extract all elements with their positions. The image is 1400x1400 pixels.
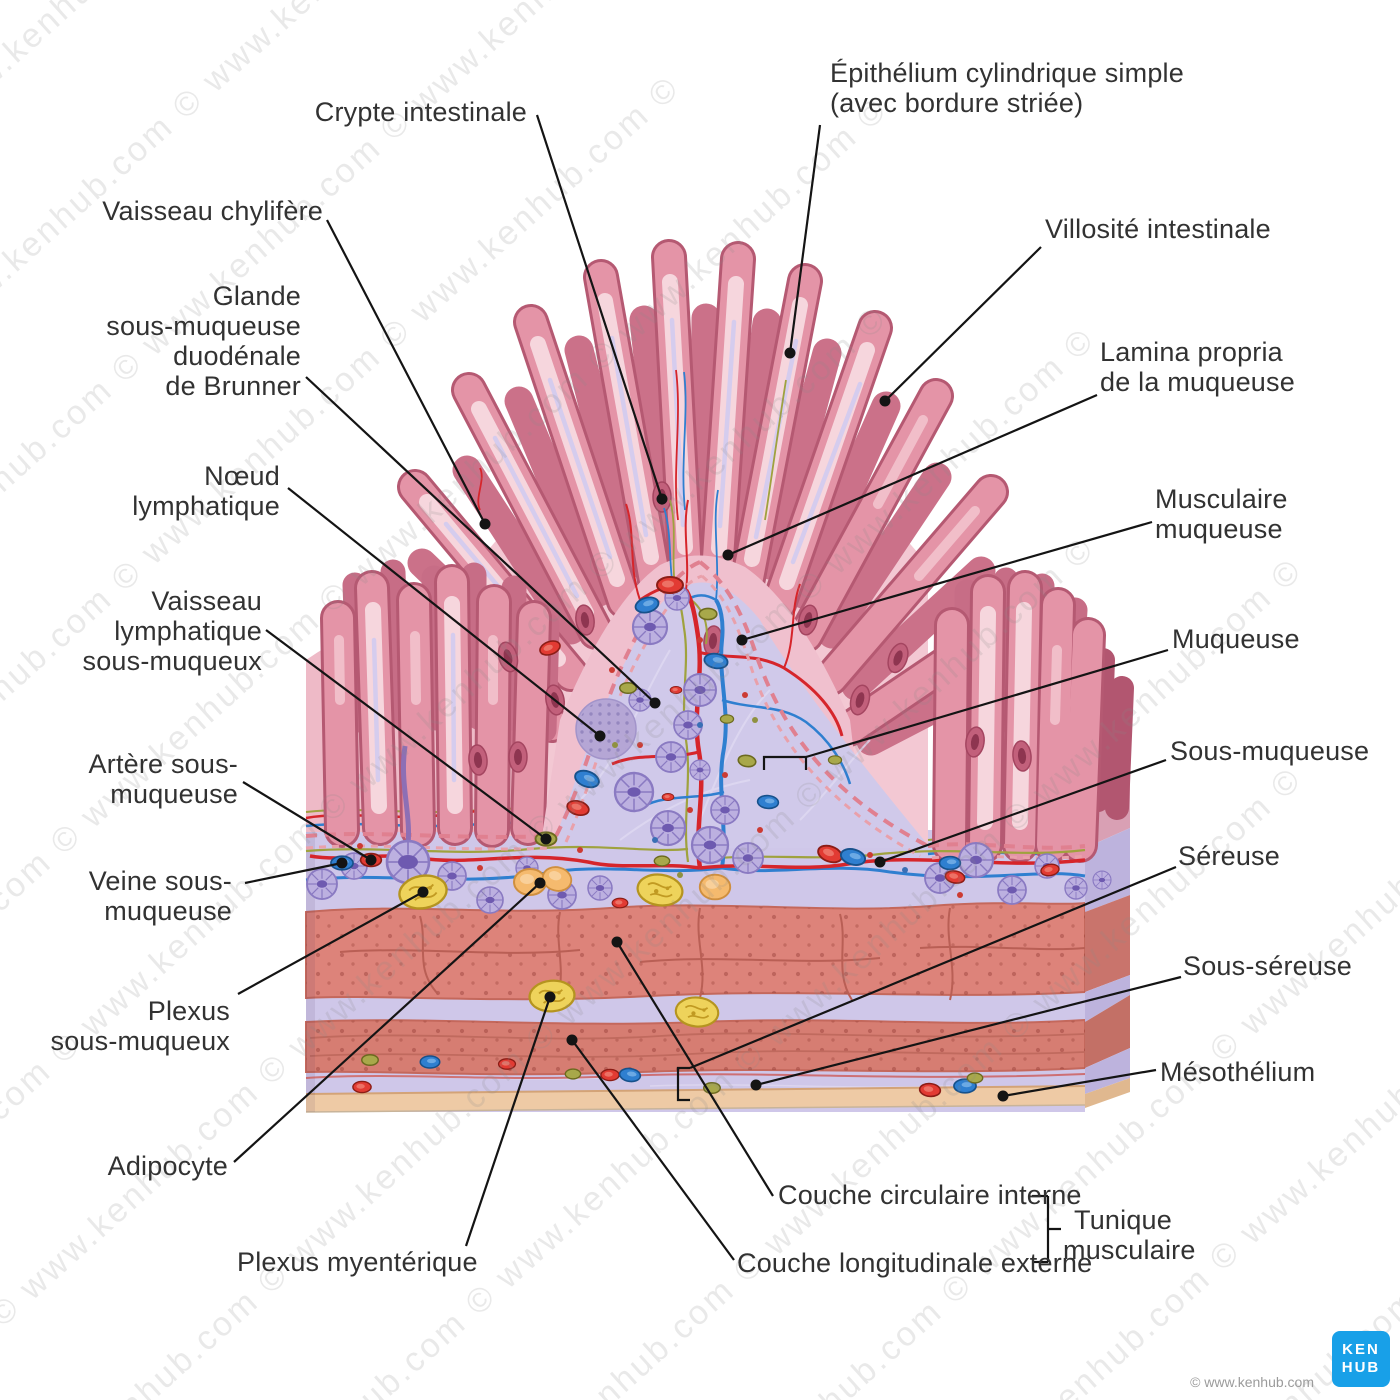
villi-dome [363,239,1049,756]
leader-line-villosite [884,246,1042,402]
label-lamina-propria: Lamina propria de la muqueuse [1100,337,1295,397]
leader-line-couche-circulaire [616,941,774,1197]
leader-line-artere [242,781,372,861]
bracket-muqueuse [762,755,808,770]
villi-right-cluster [932,567,1134,863]
copyright-text: © www.kenhub.com [1190,1374,1314,1390]
label-plexus-sous-muqueux: Plexus sous-muqueux [50,996,230,1056]
label-veine-sous-muqueuse: Veine sous- muqueuse [88,866,232,926]
leader-line-brunner [305,376,656,704]
villi-left-cluster [320,559,560,848]
label-mesothelium: Mésothélium [1160,1057,1316,1087]
leader-line-sous-muqueuse [879,758,1167,864]
label-tunique-musculaire: Tunique musculaire [1063,1205,1196,1265]
leader-line-plexus-sous-muqueux [237,891,424,995]
leader-line-mesothelium [1002,1068,1157,1098]
leader-line-chylifere [326,219,486,525]
kenhub-logo-text-top: KEN [1342,1341,1380,1358]
label-couche-circulaire: Couche circulaire interne [778,1180,1082,1210]
vessel-cross-sections [330,576,1061,1099]
leader-dots [336,347,1009,1102]
leader-line-couche-longitudinale [571,1039,735,1261]
leader-line-lamina [727,393,1098,557]
leader-line-plexus-myenterique [464,996,552,1247]
label-noeud-lymphatique: Nœud lymphatique [132,461,280,521]
kenhub-logo-text-bottom: HUB [1341,1359,1381,1376]
label-epithelium: Épithélium cylindrique simple (avec bord… [830,58,1184,118]
label-sous-muqueuse: Sous-muqueuse [1170,736,1370,766]
leader-line-muqueuse [805,648,1169,759]
label-vaisseau-lymphatique: Vaisseau lymphatique sous-muqueux [82,586,262,676]
kenhub-logo[interactable]: KEN HUB [1332,1331,1390,1387]
label-artere-sous-muqueuse: Artère sous- muqueuse [88,749,238,809]
label-vaisseau-chylifere: Vaisseau chylifère [102,196,323,226]
leader-line-vaisseau-lymphatique [265,629,547,840]
label-glande-brunner: Glande sous-muqueuse duodénale de Brunne… [106,281,301,401]
lymph-node [575,698,637,760]
leader-line-adipocyte [233,882,541,1163]
leader-line-musculaire-muqueuse [741,520,1153,642]
leader-line-sereuse [689,865,1177,1070]
label-muqueuse: Muqueuse [1172,624,1300,654]
leader-line-veine [244,861,343,885]
label-musculaire-muqueuse: Musculaire muqueuse [1155,484,1288,544]
leader-line-sous-sereuse [755,975,1182,1087]
label-adipocyte: Adipocyte [107,1151,228,1181]
leader-line-epithelium [788,124,822,354]
label-crypte-intestinale: Crypte intestinale [314,97,527,127]
label-couche-longitudinale: Couche longitudinale externe [737,1248,1093,1278]
label-sous-sereuse: Sous-séreuse [1183,951,1352,981]
label-plexus-myenterique: Plexus myentérique [237,1247,478,1277]
bracket-sereuse [676,1066,690,1102]
label-sereuse: Séreuse [1178,841,1280,871]
label-villosite-intestinale: Villosité intestinale [1045,214,1271,244]
bracket-tunique-musculaire [1046,1196,1061,1262]
leader-line-noeud [287,487,601,737]
leader-line-crypte [535,114,664,500]
